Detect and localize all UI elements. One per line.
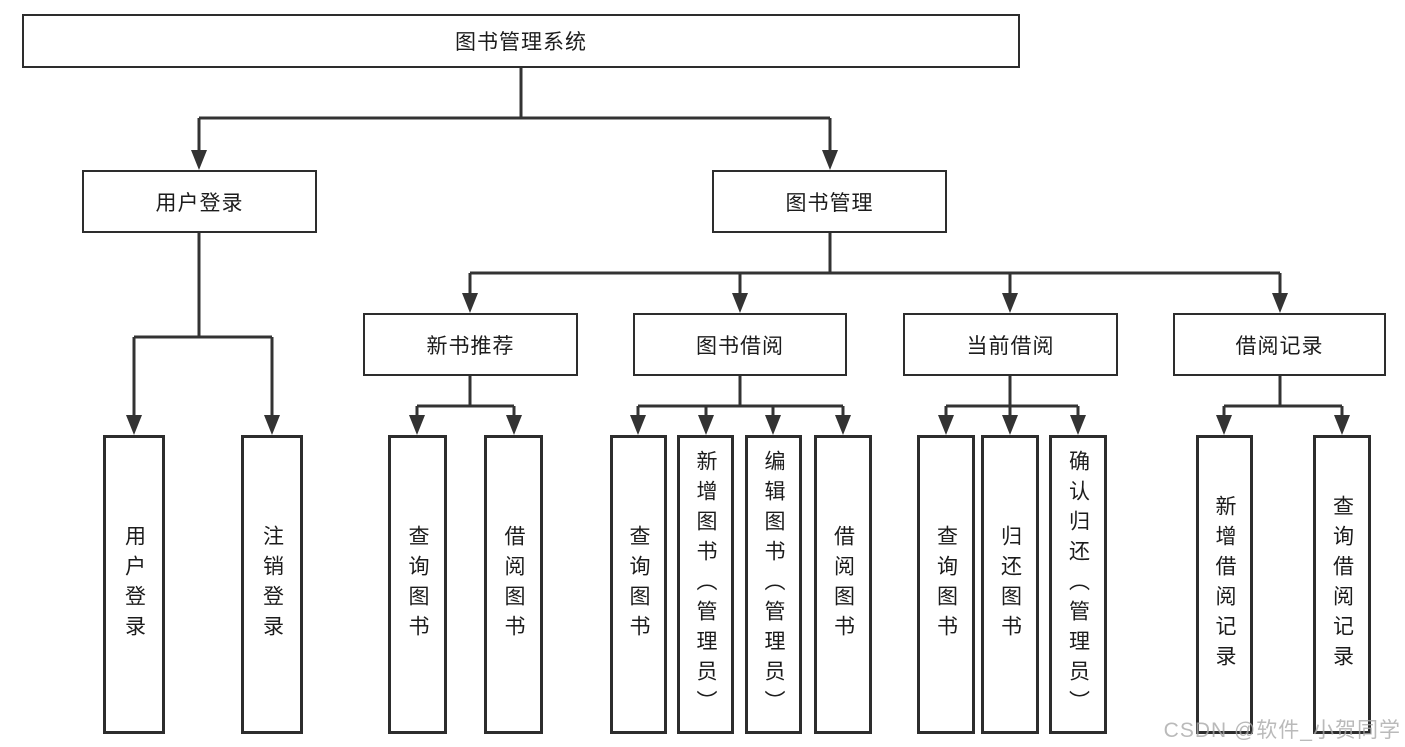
connector-bookmgmt-to-level3 — [468, 233, 1282, 295]
leaf-query-borrow-record: 查询借阅记录 — [1313, 435, 1371, 734]
leaf-query-books-recommend: 查询图书 — [388, 435, 447, 734]
connector-newbook-to-leaves — [415, 376, 516, 417]
node-new-book-recommend: 新书推荐 — [363, 313, 578, 376]
leaf-add-book-admin: 新增图书（管理员） — [677, 435, 734, 734]
leaf-query-books-borrow: 查询图书 — [610, 435, 667, 734]
leaf-borrow-books: 借阅图书 — [814, 435, 872, 734]
node-book-borrow: 图书借阅 — [633, 313, 847, 376]
node-root-system: 图书管理系统 — [22, 14, 1020, 68]
node-user-login: 用户登录 — [82, 170, 317, 233]
leaf-add-borrow-record: 新增借阅记录 — [1196, 435, 1253, 734]
connector-currentborrow-to-leaves — [944, 376, 1080, 417]
node-current-borrow: 当前借阅 — [903, 313, 1118, 376]
leaf-return-books: 归还图书 — [981, 435, 1039, 734]
connector-bookborrow-to-leaves — [636, 376, 845, 417]
leaf-confirm-return-admin: 确认归还（管理员） — [1049, 435, 1107, 734]
connector-borrowrecords-to-leaves — [1222, 376, 1344, 417]
node-borrow-records: 借阅记录 — [1173, 313, 1386, 376]
leaf-borrow-books-recommend: 借阅图书 — [484, 435, 543, 734]
leaf-user-login: 用户登录 — [103, 435, 165, 734]
arrowhead-icons — [126, 150, 1350, 435]
leaf-logout: 注销登录 — [241, 435, 303, 734]
leaf-edit-book-admin: 编辑图书（管理员） — [745, 435, 802, 734]
connector-userlogin-to-leaves — [132, 233, 274, 417]
connector-root-to-level2 — [197, 68, 832, 152]
leaf-query-books-current: 查询图书 — [917, 435, 975, 734]
node-book-management: 图书管理 — [712, 170, 947, 233]
csdn-watermark: CSDN @软件_小贺同学 — [1163, 719, 1401, 742]
